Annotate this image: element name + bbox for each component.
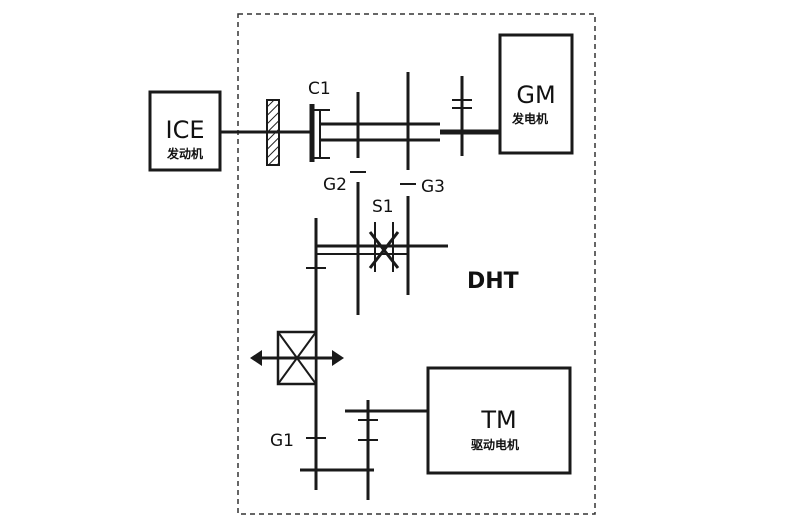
gm-gear-pair [452,76,472,156]
synchronizer-s1-label: S1 [372,197,394,217]
dht-boundary [237,13,596,515]
ice-label: ICE [166,116,205,144]
clutch-c1: C1 [308,79,331,162]
tm-label: TM [480,406,516,434]
gear-g3-label: G3 [421,177,445,197]
gear-g1-label: G1 [270,431,294,451]
gear-g1: G1 [270,431,374,472]
gear-g2-label: G2 [323,175,347,195]
gm-generator: GM 发电机 [498,33,574,155]
axle-arrow [250,350,344,366]
torsional-damper [266,99,280,166]
clutch-c1-label: C1 [308,79,331,99]
tm-gear-stack [358,400,378,500]
ice-engine: ICE 发动机 [148,90,222,172]
tm-sublabel: 驱动电机 [471,437,519,452]
synchronizer-s1: S1 [368,197,400,272]
gm-label: GM [516,81,555,109]
dht-label: DHT [467,269,519,294]
gm-sublabel: 发电机 [511,111,548,126]
ice-sublabel: 发动机 [166,146,203,161]
tm-motor: TM 驱动电机 [426,366,572,475]
